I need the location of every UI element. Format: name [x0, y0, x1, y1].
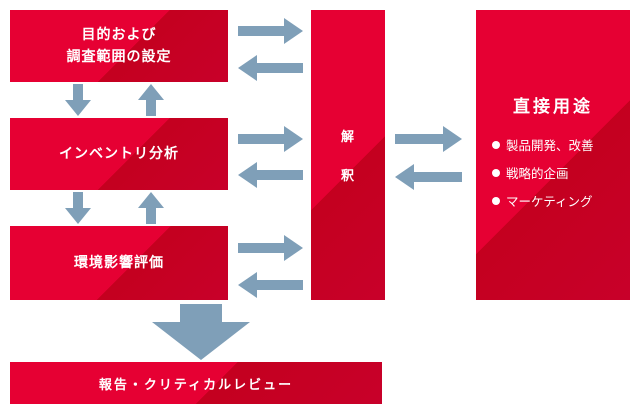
interpretation-box: 解 釈: [311, 10, 385, 300]
goal-scope-box: 目的および 調査範囲の設定: [10, 10, 228, 82]
inventory-analysis-box: インベントリ分析: [10, 118, 228, 190]
arrow-right-icon: [238, 235, 303, 261]
direct-applications-title: 直接用途: [513, 97, 593, 117]
arrow-down-icon: [65, 84, 91, 116]
report-review-label: 報告・クリティカルレビュー: [98, 377, 294, 393]
report-review-box: 報告・クリティカルレビュー: [10, 362, 382, 404]
bullet-icon: [492, 168, 500, 177]
arrow-right-icon: [395, 126, 462, 152]
arrow-right-icon: [238, 18, 303, 44]
arrow-left-icon: [238, 272, 303, 298]
goal-scope-label-line1: 目的および: [81, 27, 157, 43]
application-item: 戦略的企画: [492, 163, 569, 182]
big-arrow-down-icon: [152, 304, 250, 360]
interpretation-char-1: 解: [340, 130, 355, 145]
bullet-icon: [492, 196, 500, 205]
arrow-left-icon: [395, 164, 462, 190]
bullet-icon: [492, 140, 500, 149]
arrow-up-icon: [138, 192, 164, 224]
application-item: マーケティング: [492, 191, 593, 210]
direct-applications-box: 直接用途 製品開発、改善 戦略的企画 マーケティング: [476, 10, 630, 300]
impact-assessment-label: 環境影響評価: [74, 255, 164, 271]
impact-assessment-box: 環境影響評価: [10, 226, 228, 300]
arrow-right-icon: [238, 126, 303, 152]
application-item-label: 製品開発、改善: [506, 138, 594, 153]
arrow-up-icon: [138, 84, 164, 116]
arrow-left-icon: [238, 162, 303, 188]
application-item: 製品開発、改善: [492, 135, 594, 154]
interpretation-char-2: 釈: [340, 169, 355, 184]
goal-scope-label-line2: 調査範囲の設定: [66, 49, 172, 65]
arrow-down-icon: [65, 192, 91, 224]
inventory-analysis-label: インベントリ分析: [59, 146, 179, 162]
arrow-left-icon: [238, 55, 303, 81]
application-item-label: 戦略的企画: [506, 166, 569, 181]
application-item-label: マーケティング: [506, 194, 593, 209]
